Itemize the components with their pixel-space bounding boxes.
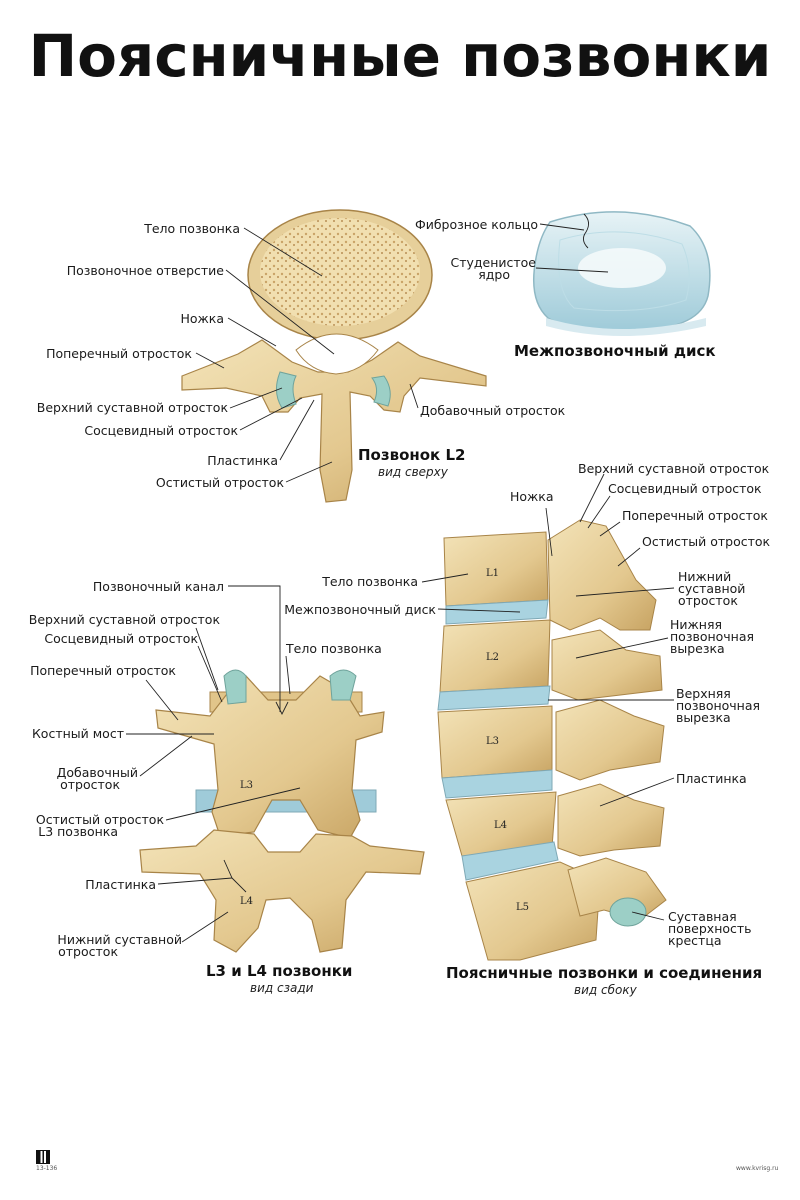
label-l2-mammillary: Сосцевидный отросток (84, 423, 238, 438)
intervertebral-disc (533, 211, 711, 336)
label-disc-nucleus-2: ядро (478, 267, 510, 282)
label-posterior-bony-bridge: Костный мост (31, 726, 124, 741)
label-lateral-inferior-articular-3: отросток (678, 593, 738, 608)
label-lateral-spinous: Остистый отросток (642, 534, 771, 549)
label-lateral-superior-articular: Верхний суставной отросток (578, 461, 770, 476)
label-l2-spinous: Остистый отросток (155, 475, 284, 490)
label-disc-nucleus-1: Студенистое (450, 255, 536, 270)
label-lateral-superior-notch-2: позвоночная (676, 698, 761, 713)
label-lateral-pedicle: Ножка (510, 489, 554, 504)
label-l2-superior-articular: Верхний суставной отросток (36, 400, 228, 415)
label-posterior-superior-articular: Верхний суставной отросток (28, 612, 220, 627)
vertebra-label-l3-posterior: L3 (240, 780, 254, 791)
label-lateral-inferior-articular-1: Нижний (678, 569, 732, 584)
label-posterior-inferior-articular-1: Нижний суставной (57, 932, 182, 947)
vertebra-label-l4: L4 (494, 820, 508, 831)
label-posterior-spinous-1: Остистый отросток (35, 812, 164, 827)
label-posterior-mammillary: Сосцевидный отросток (44, 631, 198, 646)
label-lateral-superior-notch-1: Верхняя (676, 686, 731, 701)
vertebra-l2-top-view (181, 209, 487, 503)
label-posterior-canal: Позвоночный канал (92, 579, 224, 594)
qr-code (36, 1150, 50, 1164)
label-posterior-lamina: Пластинка (85, 877, 156, 892)
caption-lateral: Поясничные позвонки и соединения (446, 964, 763, 982)
caption-posterior: L3 и L4 позвонки (206, 962, 353, 980)
leader-lines (126, 213, 675, 943)
label-lateral-disc: Межпозвоночный диск (284, 602, 436, 617)
label-lateral-mammillary: Сосцевидный отросток (608, 481, 762, 496)
vertebra-label-l1: L1 (486, 568, 500, 579)
label-lateral-body: Тело позвонка (322, 574, 418, 589)
lumbar-column-lateral-view (437, 519, 667, 961)
label-disc-annulus: Фиброзное кольцо (414, 217, 538, 232)
page-title: Поясничные позвонки (28, 22, 772, 90)
caption-disc: Межпозвоночный диск (514, 342, 716, 360)
label-l2-body: Тело позвонка (144, 221, 240, 236)
label-lateral-lamina: Пластинка (676, 771, 747, 786)
footer-code: 13-136 (36, 1165, 58, 1172)
label-posterior-body: Тело позвонка (286, 641, 382, 656)
vertebrae-l3-l4-posterior-view (139, 669, 425, 953)
label-lateral-inferior-articular-2: суставной (678, 581, 746, 596)
label-lateral-sacrum-1: Суставная (668, 909, 737, 924)
footer-site: www.kvrisg.ru (736, 1165, 779, 1172)
vertebra-label-l4-posterior: L4 (240, 896, 254, 907)
caption-l2-view: вид сверху (378, 465, 448, 479)
label-posterior-accessory-2: отросток (60, 777, 120, 792)
caption-posterior-view: вид сзади (250, 981, 314, 995)
label-l2-lamina: Пластинка (207, 453, 278, 468)
label-lateral-inferior-notch-3: вырезка (670, 641, 725, 656)
vertebra-label-l5: L5 (516, 902, 530, 913)
label-lateral-inferior-notch-1: Нижняя (670, 617, 722, 632)
label-posterior-accessory-1: Добавочный (56, 765, 138, 780)
label-posterior-spinous-2: L3 позвонка (38, 824, 118, 839)
label-lateral-sacrum-3: крестца (668, 933, 722, 948)
label-posterior-transverse: Поперечный отросток (30, 663, 176, 678)
label-lateral-sacrum-2: поверхность (668, 921, 752, 936)
label-l2-transverse: Поперечный отросток (46, 346, 192, 361)
vertebra-label-l3: L3 (486, 736, 500, 747)
label-posterior-inferior-articular-2: отросток (58, 944, 118, 959)
caption-l2: Позвонок L2 (358, 446, 466, 464)
vertebra-label-l2: L2 (486, 652, 500, 663)
caption-lateral-view: вид сбоку (574, 983, 637, 997)
label-l2-pedicle: Ножка (180, 311, 224, 326)
label-lateral-inferior-notch-2: позвоночная (670, 629, 755, 644)
label-l2-foramen: Позвоночное отверстие (66, 263, 224, 278)
label-lateral-superior-notch-3: вырезка (676, 710, 731, 725)
label-l2-accessory: Добавочный отросток (420, 403, 566, 418)
label-lateral-transverse: Поперечный отросток (622, 508, 768, 523)
